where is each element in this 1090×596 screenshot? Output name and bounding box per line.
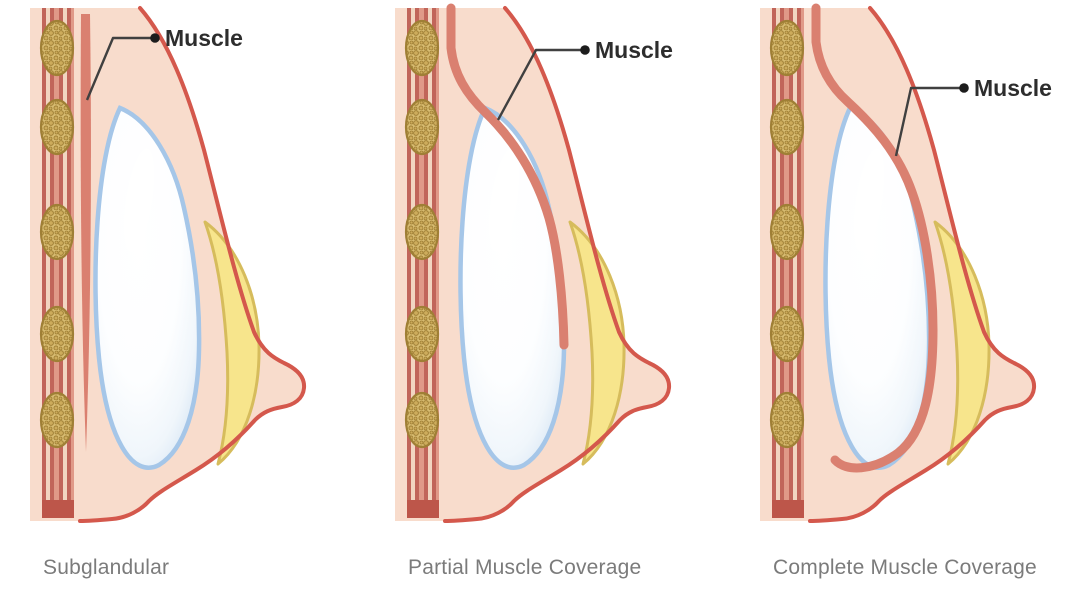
gland-shape	[203, 220, 261, 466]
ribs	[39, 19, 75, 449]
skin-outline	[78, 6, 307, 523]
gland-shape	[933, 220, 991, 466]
skin-outline	[443, 6, 672, 523]
anatomy-illustration-complete: Muscle	[760, 3, 1052, 523]
muscle-label: Muscle	[974, 75, 1052, 101]
pointer-dot-icon	[150, 33, 160, 43]
anatomy-illustration-partial: Muscle	[395, 3, 673, 523]
implant-shape	[93, 105, 202, 470]
muscle-callout: Muscle	[85, 25, 243, 101]
anatomy-illustration-subglandular: Muscle	[30, 6, 307, 523]
panel-subglandular: Muscle Subglandular	[28, 0, 373, 580]
pointer-line	[85, 36, 155, 101]
skin-outline	[808, 6, 1037, 523]
implant-highlight	[123, 148, 155, 252]
implant-highlight	[853, 148, 885, 252]
muscle-callout: Muscle	[496, 37, 673, 121]
muscle-label: Muscle	[595, 37, 673, 63]
pointer-dot-icon	[959, 83, 969, 93]
gland-shape	[568, 220, 626, 466]
pointer-dot-icon	[580, 45, 590, 55]
muscle-shape	[80, 14, 91, 452]
muscle-shape	[811, 3, 938, 473]
caption-partial-coverage: Partial Muscle Coverage	[408, 556, 642, 579]
pointer-line	[894, 86, 964, 157]
panel-partial-coverage: Muscle Partial Muscle Coverage	[393, 0, 738, 580]
ribs	[769, 19, 805, 449]
caption-complete-coverage: Complete Muscle Coverage	[773, 556, 1037, 579]
muscle-shape	[446, 3, 569, 350]
ribs	[404, 19, 440, 449]
muscle-callout: Muscle	[894, 75, 1052, 157]
panel-complete-coverage: Muscle Complete Muscle Coverage	[758, 0, 1090, 580]
muscle-label: Muscle	[165, 25, 243, 51]
caption-subglandular: Subglandular	[43, 556, 170, 579]
implant-highlight	[488, 148, 520, 252]
pointer-line	[496, 48, 585, 121]
